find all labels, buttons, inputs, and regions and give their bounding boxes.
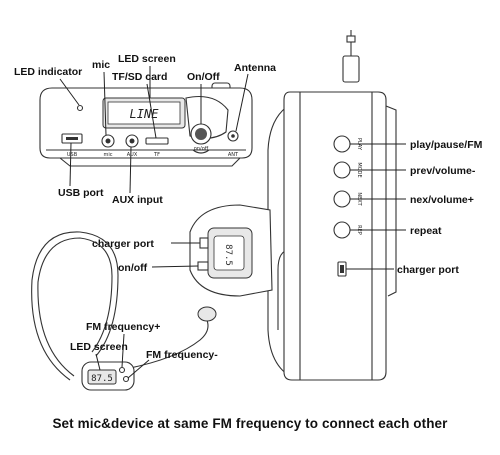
label-led-screen-headset: LED screen [70,341,128,353]
prev-volume-button [333,161,351,179]
port-mark-usb: USB [67,152,78,158]
next-volume-button [333,190,351,208]
label-led-screen-top: LED screen [118,53,176,65]
device-side-view: PLAY MODE NEXT REP [267,30,397,381]
closeup-screen-text: 87.5 [223,244,233,266]
label-on-off-top: On/Off [187,71,220,83]
device-screen-text: LINE [130,107,160,121]
caption: Set mic&device at same FM frequency to c… [52,416,448,431]
label-play-pause-fm: play/pause/FM [410,139,483,151]
label-charger-port-right: charger port [397,264,459,276]
port-mark-onoff: on/off [194,146,209,152]
label-tf-sd-card: TF/SD card [112,71,167,83]
label-antenna: Antenna [234,62,276,74]
label-on-off-mid: on/off [118,262,148,274]
port-mark-mic: mic [103,152,112,158]
label-usb-port: USB port [58,187,104,199]
label-fm-frequency-plus: FM frequency+ [86,321,160,333]
tf-card-slot [145,137,169,145]
charger-closeup: 87.5 [189,204,273,297]
fm-plus-button [118,366,126,374]
closeup-charger-port [199,237,209,249]
fm-minus-button [122,375,130,383]
label-mic: mic [92,59,110,71]
device-top-view: LINE USB mic AUX TF on/off ANT [39,82,253,167]
headset-led-screen [87,369,117,385]
closeup-switch [197,261,209,271]
label-fm-frequency-minus: FM frequency- [146,349,218,361]
led-indicator-dot [76,104,84,112]
play-pause-fm-button [333,135,351,153]
port-mark-aux: AUX [127,152,138,158]
port-mark-ant: ANT [228,152,239,158]
label-led-indicator: LED indicator [14,66,82,78]
repeat-button [333,221,351,239]
label-repeat: repeat [410,225,442,237]
label-charger-port-mid: charger port [92,238,154,250]
port-mark-tf: TF [153,152,160,158]
label-next-volume: nex/volume+ [410,194,474,206]
headset-mic: 87.5 [31,231,217,391]
label-prev-volume: prev/volume- [410,165,476,177]
label-aux-input: AUX input [112,194,163,206]
mic-foam [197,306,217,322]
headset-screen-text: 87.5 [91,374,113,384]
